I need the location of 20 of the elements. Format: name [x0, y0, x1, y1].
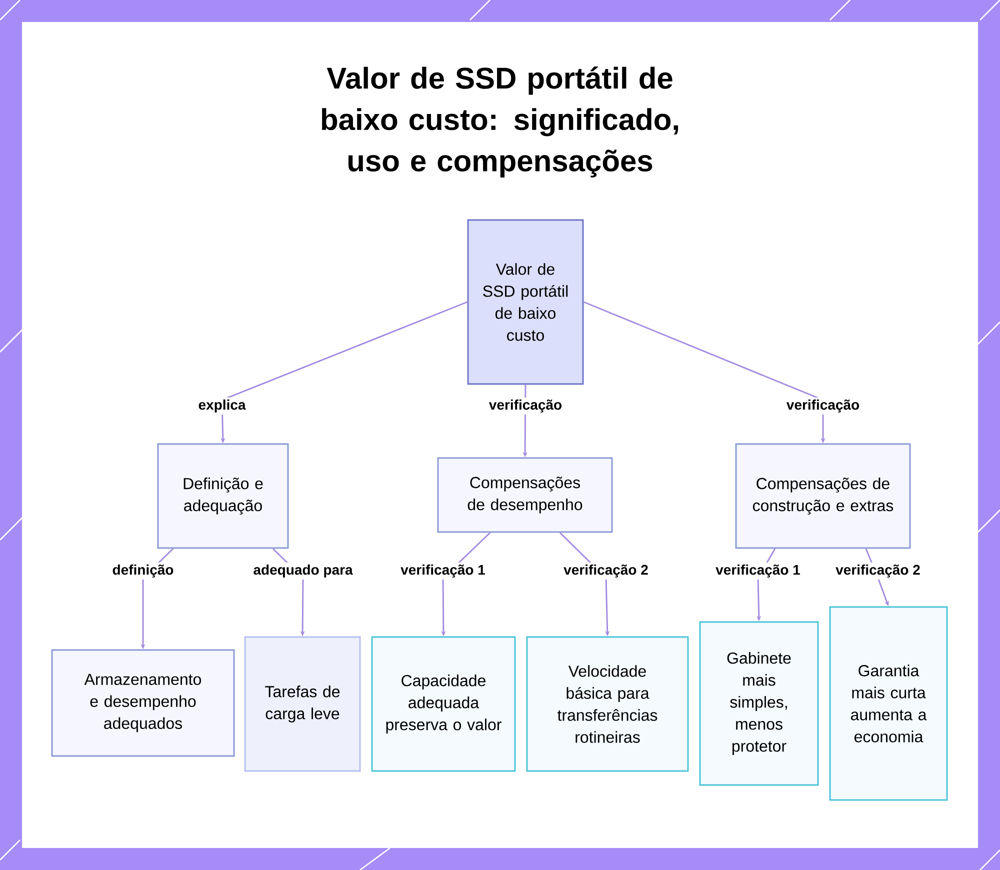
topic-box: Compensações de construção e extras [735, 443, 911, 549]
topic-box: Compensações de desempenho [437, 457, 613, 533]
topic-box: Capacidade adequada preserva o valor [371, 636, 516, 772]
topic-box: Garantia mais curta aumenta a economia [829, 606, 948, 801]
topic-box: Gabinete mais simples, menos protetor [699, 621, 819, 786]
edge-label: verificação 2 [834, 562, 922, 580]
topic-box: Definição e adequação [157, 443, 289, 549]
edge-label: verificação 2 [562, 562, 650, 580]
topic-box: Tarefas de carga leve [244, 636, 361, 772]
root-box: Valor de SSD portátil de baixo custo [467, 219, 584, 385]
edge-label: definição [110, 562, 176, 580]
edge-label: verificação [486, 397, 564, 415]
edge-label: adequado para [251, 562, 355, 580]
title: Valor de SSD portátil de baixo custo: significado, uso e compensações [322, 66, 678, 178]
topic-box: Velocidade básica para transferências rotineiras [526, 636, 689, 772]
topic-box: Armazenamento e desempenho adequados [51, 649, 235, 757]
edge-label: verificação 1 [714, 562, 802, 580]
edge-label: verificação 1 [398, 562, 488, 580]
edge-label: verificação [784, 397, 862, 415]
edge-label: explica [196, 397, 248, 415]
